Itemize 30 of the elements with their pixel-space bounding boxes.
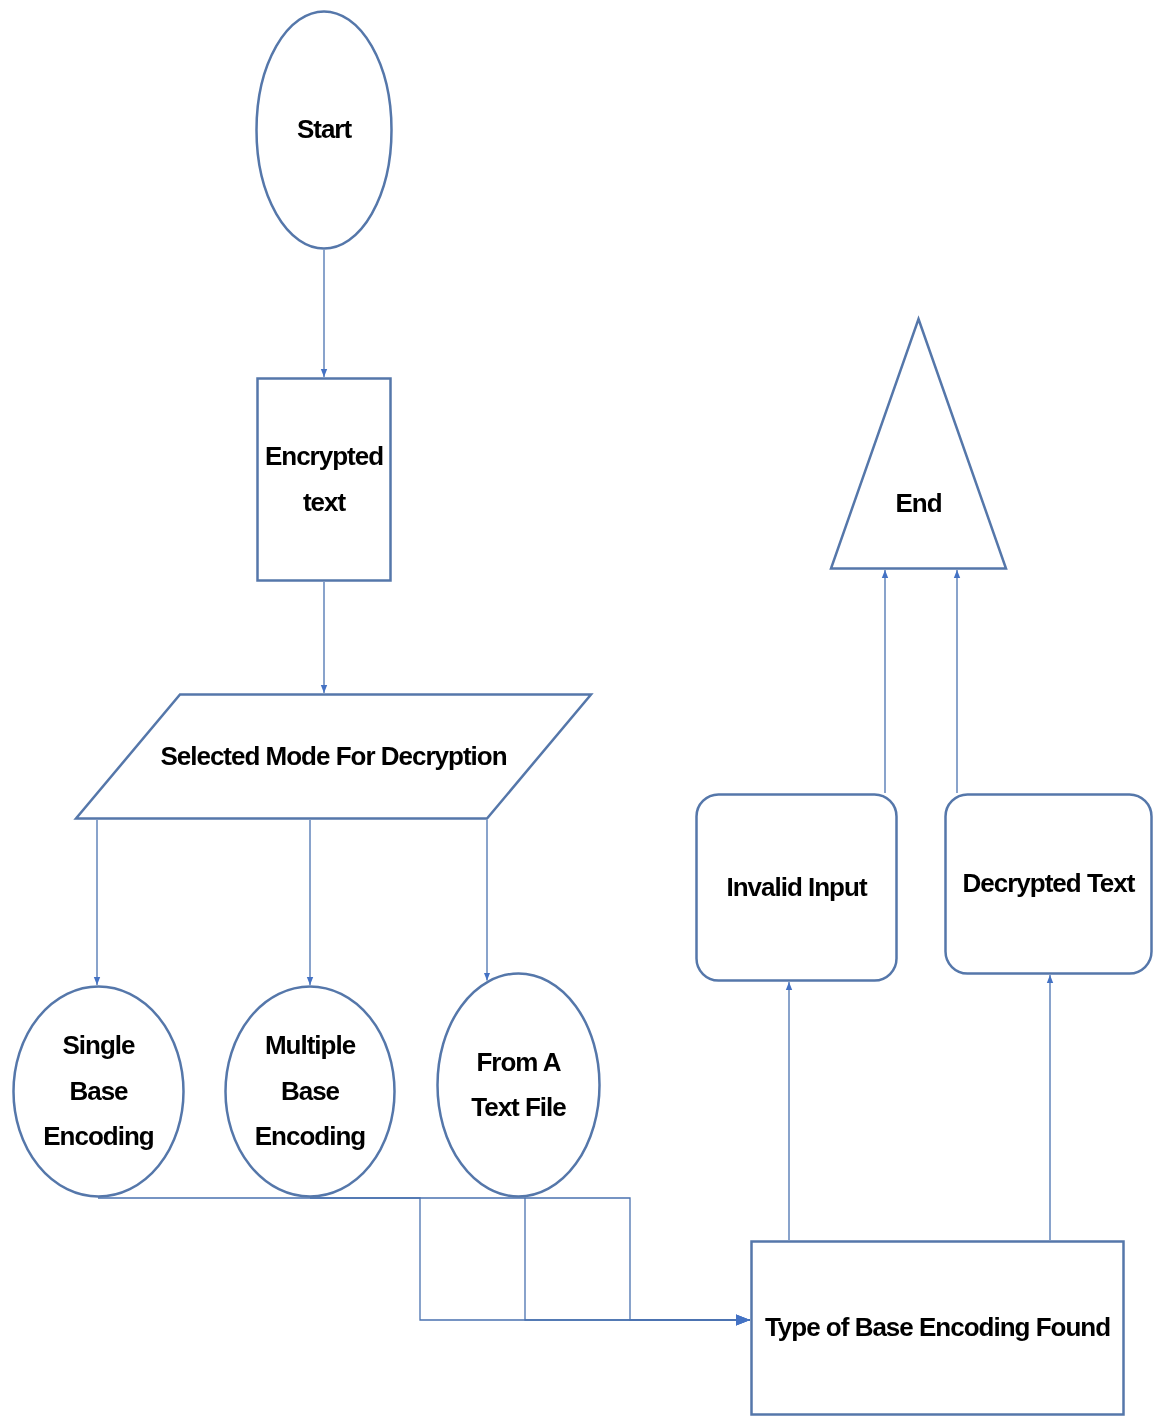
node-text: Single Base Encoding [42,1029,155,1154]
node-text: Invalid Input [726,870,867,904]
arrow [881,569,889,794]
node-text: Decrypted Text [962,867,1135,901]
arrow [320,249,328,378]
arrow [483,819,491,982]
arrow [524,1197,751,1326]
arrow [306,819,314,986]
node-text: Multiple Base Encoding [253,1029,367,1154]
arrow [785,981,793,1241]
node-text: End [895,487,942,521]
arrow [1046,974,1054,1241]
end-triangle [830,318,1007,570]
process-box [750,1240,1125,1416]
node-text: Type of Base Encoding Found [764,1311,1111,1345]
output-box [944,793,1153,975]
node-text: From A Text File [470,1045,567,1124]
arrow [93,819,101,986]
arrow [953,569,961,794]
option-circle [224,985,396,1198]
start-terminator [255,10,393,250]
node-text: Selected Mode For Decryption [160,739,507,773]
node-text: Start [296,113,352,147]
arrow [320,581,328,694]
output-box [695,793,898,982]
option-circle [436,972,601,1198]
process-box [256,377,392,582]
input-parallelogram [75,693,592,820]
node-text: Encrypted text [263,440,385,519]
option-circle [12,985,185,1198]
